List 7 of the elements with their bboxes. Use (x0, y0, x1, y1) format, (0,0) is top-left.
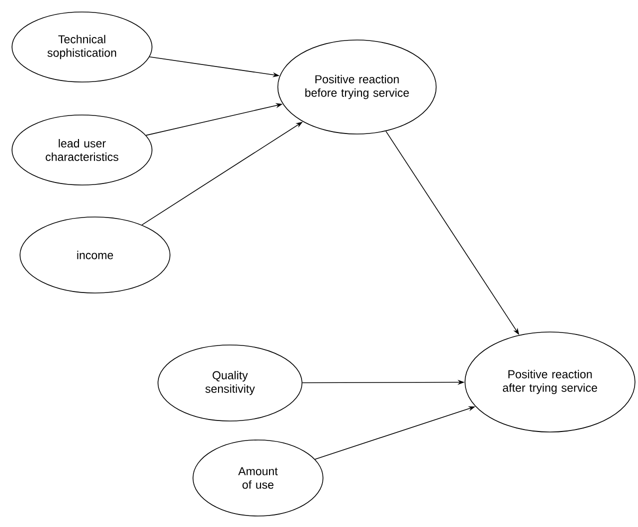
ellipse-node: income (20, 216, 170, 294)
ellipse-node: Positive reaction after trying service (464, 332, 636, 432)
ellipse-node: Technical sophistication (12, 12, 152, 82)
ellipse-node: Positive reaction before trying service (277, 40, 437, 134)
ellipse-node: lead user characteristics (12, 114, 152, 186)
ellipse-node: Quality sensitivity (158, 344, 302, 422)
ellipse-node: Amount of use (192, 440, 324, 516)
